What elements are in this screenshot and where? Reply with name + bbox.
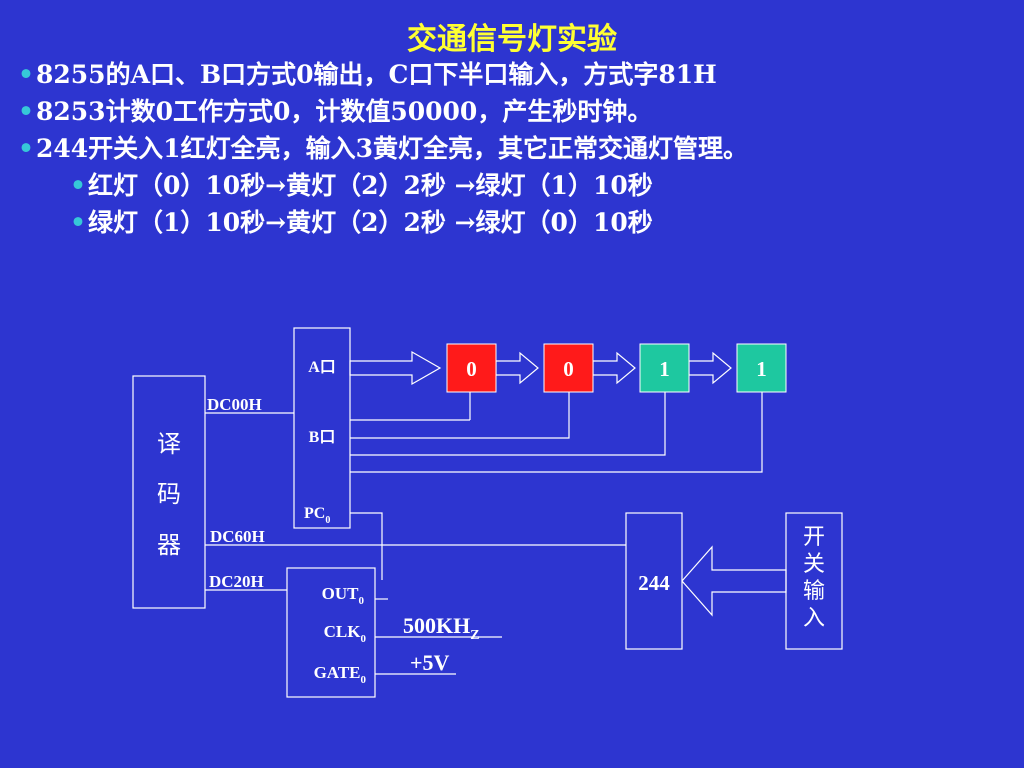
bullet-list: •8255的A口、B口方式0输出，C口下半口输入，方式字81H •8253计数0… (18, 56, 748, 241)
port-b-label: B口 (309, 429, 336, 446)
pin-clk0: CLK0 (324, 622, 367, 645)
port-pc-label: PC0 (304, 505, 330, 526)
clock-frequency: 500KHZ (403, 613, 480, 643)
sub-bullet-item: •红灯（0）10秒→黄灯（2）2秒 →绿灯（1）10秒 (18, 167, 748, 204)
sub-bullet-text: 绿灯（1）10秒→黄灯（2）2秒 →绿灯（0）10秒 (87, 208, 653, 237)
gate-voltage: +5V (410, 650, 450, 675)
switch-char: 开 (803, 525, 825, 550)
address-dc20h: DC20H (209, 572, 264, 591)
bullet-text: 8253计数0工作方式0，计数值50000，产生秒时钟。 (35, 97, 653, 126)
light-arrow-2 (592, 351, 636, 385)
bullet-item: •244开关入1红灯全亮，输入3黄灯全亮，其它正常交通灯管理。 (18, 130, 748, 167)
decoder-char: 译 (157, 430, 181, 458)
switch-char: 输 (803, 579, 825, 604)
decoder-char: 器 (157, 531, 181, 559)
b-port-line-4 (350, 392, 763, 473)
bullet-item: •8253计数0工作方式0，计数值50000，产生秒时钟。 (18, 93, 748, 130)
pc0-line (350, 512, 383, 580)
timer-8253-box (286, 567, 376, 698)
bullet-dot: • (70, 208, 86, 237)
b-port-line-2 (350, 392, 570, 439)
slide-title: 交通信号灯实验 (407, 22, 617, 57)
bullet-item: •8255的A口、B口方式0输出，C口下半口输入，方式字81H (18, 56, 748, 93)
bullet-dot: • (18, 60, 34, 89)
port-a-arrow (349, 350, 442, 386)
light-rect (639, 343, 690, 393)
sub-bullet-text: 红灯（0）10秒→黄灯（2）2秒 →绿灯（1）10秒 (87, 171, 653, 200)
bullet-text: 8255的A口、B口方式0输出，C口下半口输入，方式字81H (35, 60, 717, 89)
b-port-line-3 (350, 392, 666, 456)
light-label: 1 (756, 357, 767, 381)
address-dc00h: DC00H (207, 395, 262, 414)
light-label: 0 (466, 357, 477, 381)
light-rect (736, 343, 787, 393)
sub-bullet-item: •绿灯（1）10秒→黄灯（2）2秒 →绿灯（0）10秒 (18, 204, 748, 241)
light-arrow-3 (688, 351, 732, 385)
light-arrow-1 (495, 351, 539, 385)
switch-arrow (681, 545, 787, 617)
light-rect (543, 343, 594, 393)
light-box: 0 (543, 343, 594, 393)
light-box: 1 (639, 343, 690, 393)
bullet-dot: • (18, 134, 34, 163)
pin-out0: OUT0 (322, 584, 365, 607)
decoder-box (132, 375, 206, 609)
switch-char: 关 (803, 552, 825, 577)
light-rect (446, 343, 497, 393)
light-box: 1 (736, 343, 787, 393)
light-box: 0 (446, 343, 497, 393)
light-label: 0 (563, 357, 574, 381)
port-a-label: A口 (308, 359, 336, 376)
address-dc60h: DC60H (210, 527, 265, 546)
ppi-8255-box (293, 327, 351, 529)
buffer-244-label: 244 (638, 571, 670, 595)
pin-gate0: GATE0 (314, 663, 367, 686)
decoder-char: 码 (157, 480, 181, 508)
light-label: 1 (659, 357, 670, 381)
bullet-dot: • (18, 97, 34, 126)
switch-char: 入 (803, 606, 825, 631)
bullet-text: 244开关入1红灯全亮，输入3黄灯全亮，其它正常交通灯管理。 (35, 134, 748, 163)
bullet-dot: • (70, 171, 86, 200)
